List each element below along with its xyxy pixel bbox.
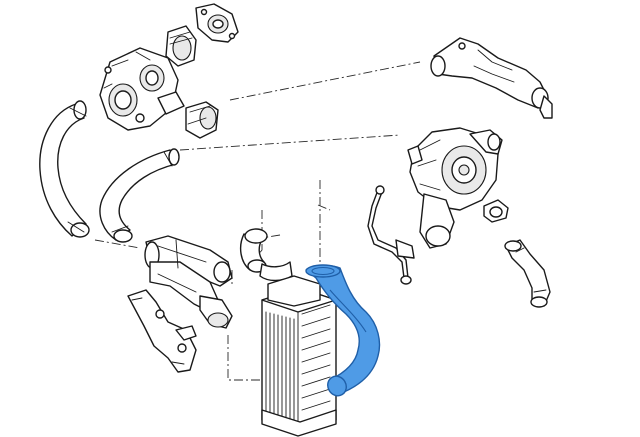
intake-hose-left xyxy=(39,100,90,238)
mounting-bracket xyxy=(127,289,197,373)
intercooler-fins xyxy=(265,304,331,422)
turbocharger xyxy=(407,127,503,249)
intake-pipe-assembly xyxy=(144,235,233,329)
intercooler-outlet-hose-highlighted xyxy=(305,264,381,397)
throttle-egr-body xyxy=(99,47,185,131)
turbo-outlet-pipe xyxy=(430,37,553,119)
intake-coupling-upper xyxy=(165,25,197,67)
egr-flange-top xyxy=(195,3,239,43)
oil-feed-line xyxy=(367,185,415,285)
oil-return-fitting xyxy=(483,199,509,223)
intake-sleeve xyxy=(185,101,219,139)
intercooler xyxy=(261,275,337,437)
intake-hose-middle xyxy=(99,148,180,243)
oil-return-hose xyxy=(504,239,551,308)
intercooler-inlet-elbow xyxy=(239,228,293,282)
